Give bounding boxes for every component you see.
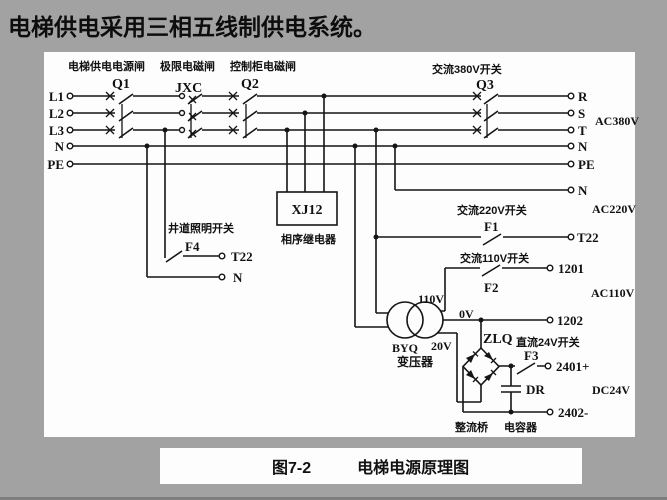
terminal-l2: L2 — [49, 106, 64, 121]
terminal-f4-t22: T22 — [231, 249, 253, 264]
switch-blades — [118, 93, 536, 375]
tap-110v: 110V — [418, 292, 444, 306]
component-name-zlq: 整流桥 — [454, 420, 489, 434]
transformer-primary-coil — [386, 301, 424, 339]
label-q1: Q1 — [112, 77, 130, 92]
terminal-s: S — [578, 106, 585, 121]
terminal-t22: T22 — [577, 230, 599, 245]
gate-name-jxc: 极限电磁闸 — [160, 59, 215, 73]
label-zlq: ZLQ — [483, 332, 513, 347]
terminal-t: T — [578, 123, 587, 138]
voltage-ac380: AC380V — [595, 114, 639, 128]
gate-name-q2: 控制柜电磁闸 — [230, 59, 296, 73]
tap-0v: 0V — [459, 307, 474, 321]
terminal-l3: L3 — [49, 123, 65, 138]
voltage-ac110: AC110V — [591, 286, 635, 300]
label-dr: DR — [526, 382, 545, 397]
breaker-x-marks — [105, 91, 482, 138]
label-f1: F1 — [484, 219, 498, 234]
terminal-l1: L1 — [49, 89, 64, 104]
transformer-secondary-coil — [406, 301, 444, 339]
xj12-relay-box — [276, 191, 338, 226]
terminal-n-left: N — [55, 139, 65, 154]
branch-wires — [146, 96, 568, 413]
component-name-xj12: 相序继电器 — [281, 232, 337, 246]
terminal-1201: 1201 — [558, 261, 584, 276]
label-q2: Q2 — [241, 77, 259, 92]
diagram-panel — [44, 52, 635, 437]
voltage-dc24: DC24V — [592, 383, 630, 397]
terminal-2401: 2401+ — [556, 359, 589, 374]
bottom-edge-strip — [0, 497, 667, 500]
terminal-pe-right: PE — [578, 157, 595, 172]
component-name-dr: 电容器 — [504, 420, 538, 434]
terminal-2402: 2402- — [558, 405, 588, 420]
voltage-ac220: AC220V — [592, 202, 636, 216]
switch-name-f4: 井道照明开关 — [168, 221, 234, 235]
terminal-pe-left: PE — [47, 157, 64, 172]
terminal-1202: 1202 — [557, 313, 583, 328]
bus-wires — [73, 95, 568, 191]
label-jxc: JXC — [175, 81, 202, 96]
terminal-f4-n: N — [233, 270, 243, 285]
switch-name-q3: 交流380V开关 — [432, 62, 502, 76]
bridge-diode-icons — [466, 351, 497, 383]
junction-dots — [144, 93, 514, 415]
switch-name-f2: 交流110V开关 — [460, 251, 529, 265]
tap-20v: 20V — [431, 339, 452, 353]
label-xj12: XJ12 — [291, 203, 322, 218]
label-q3: Q3 — [476, 78, 494, 93]
switch-name-f3: 直流24V开关 — [516, 335, 580, 349]
figure-caption: 图7-2 电梯电源原理图 — [160, 448, 582, 484]
label-f4: F4 — [185, 239, 200, 254]
switch-name-f1: 交流220V开关 — [457, 203, 527, 217]
page-title: 电梯供电采用三相五线制供电系统。 — [8, 14, 376, 40]
component-name-byq: 变压器 — [397, 354, 434, 369]
linkage-lines — [121, 104, 488, 138]
terminal-n-right: N — [578, 139, 588, 154]
label-f3: F3 — [524, 348, 539, 363]
gate-name-q1: 电梯供电电源闸 — [68, 59, 145, 73]
terminal-circles — [66, 92, 575, 416]
label-f2: F2 — [484, 280, 498, 295]
terminal-n2-right: N — [578, 183, 588, 198]
label-byq: BYQ — [392, 341, 418, 355]
figure-number: 图7-2 — [272, 460, 312, 477]
terminal-r: R — [578, 89, 588, 104]
figure-title: 电梯电源原理图 — [357, 460, 470, 477]
